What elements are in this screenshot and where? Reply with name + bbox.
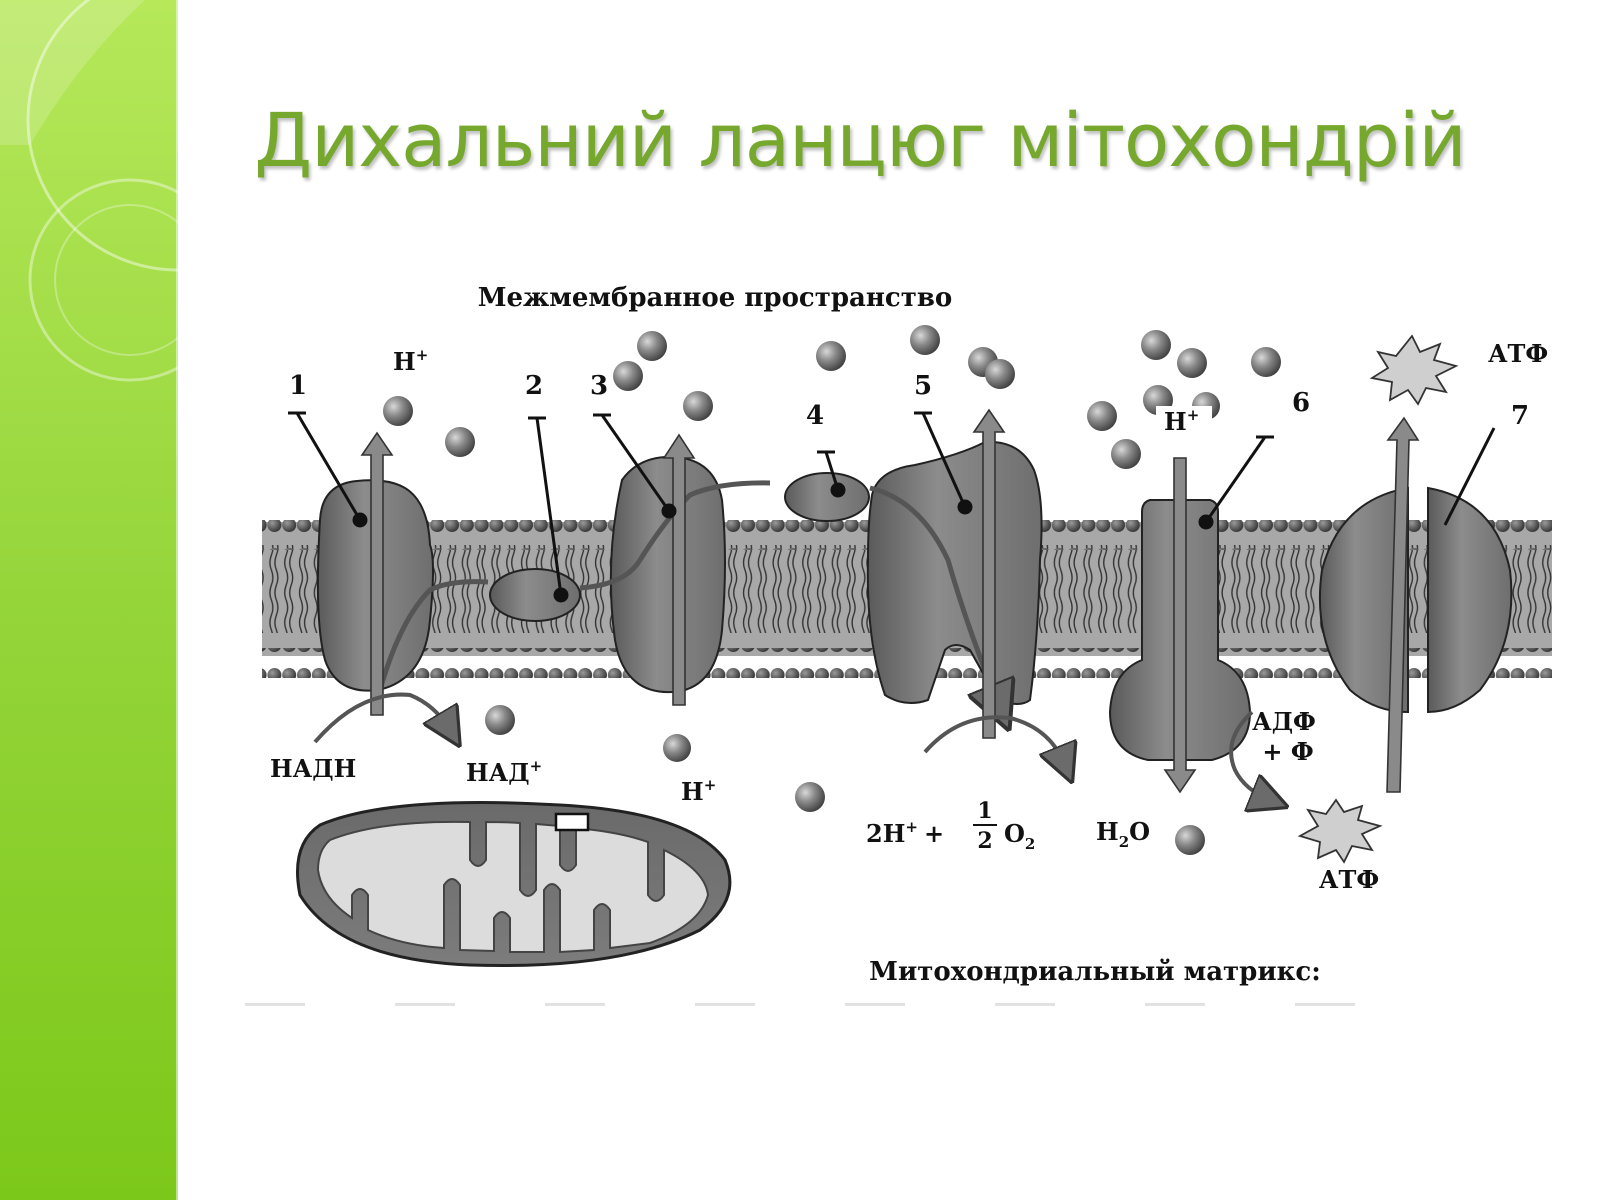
- respiratory-chain-diagram: Межмембранное пространство Митохондриаль…: [262, 283, 1552, 987]
- mitochondrion-icon: [296, 801, 732, 968]
- svg-text:2H++: 2H++: [866, 818, 944, 848]
- proton-arrows: [360, 408, 1420, 794]
- slide-title: Дихальний ланцюг мітохондрій: [254, 98, 1466, 184]
- water-label: H2O: [1096, 817, 1150, 851]
- nadh-label: НАДН: [270, 754, 356, 783]
- atp-star-top: [1369, 334, 1459, 406]
- complex-3: [609, 455, 726, 694]
- adp-label: АДФ: [1252, 707, 1316, 736]
- complex-number: 3: [590, 371, 608, 401]
- complex-7: [1319, 486, 1513, 714]
- intermembrane-space-label: Межмембранное пространство: [478, 283, 953, 313]
- atp-label-top: АТФ: [1488, 339, 1548, 368]
- complex-number: 7: [1511, 401, 1529, 431]
- complex-number: 5: [914, 371, 932, 401]
- complex-number: 2: [525, 371, 543, 401]
- complex-number: 4: [806, 401, 824, 431]
- atp-star-bottom: [1297, 798, 1383, 864]
- matrix-label: Митохондриальный матрикс:: [869, 957, 1321, 987]
- nad-label: НАД+: [466, 757, 542, 787]
- oxygen-equation: 2H++ 1 2 O2: [866, 798, 1035, 854]
- complex-4: [784, 472, 870, 522]
- svg-text:O2: O2: [1004, 819, 1035, 853]
- pointer-lines: [288, 411, 1496, 603]
- svg-text:2: 2: [977, 828, 992, 854]
- sidebar-ring-large: [26, 0, 178, 272]
- h-plus-label: H+: [681, 776, 716, 806]
- h-plus-label: H+: [393, 346, 428, 376]
- decorative-sidebar: [0, 0, 178, 1200]
- complex-numbers: 1 2 3 4 5 6 7: [289, 371, 1529, 431]
- h-plus-label: H+: [1164, 406, 1199, 436]
- faded-caption-strip: [245, 1003, 1380, 1006]
- atp-label-bottom: АТФ: [1319, 865, 1379, 894]
- sidebar-ring-small: [54, 204, 178, 356]
- reaction-arrows: [313, 692, 1270, 800]
- complex-number: 6: [1292, 388, 1310, 418]
- svg-text:1: 1: [977, 798, 992, 824]
- complex-number: 1: [289, 371, 307, 401]
- sidebar-ring-medium: [28, 178, 178, 382]
- complex-2: [489, 568, 581, 622]
- adp-phosphate-label: + Ф: [1262, 737, 1313, 766]
